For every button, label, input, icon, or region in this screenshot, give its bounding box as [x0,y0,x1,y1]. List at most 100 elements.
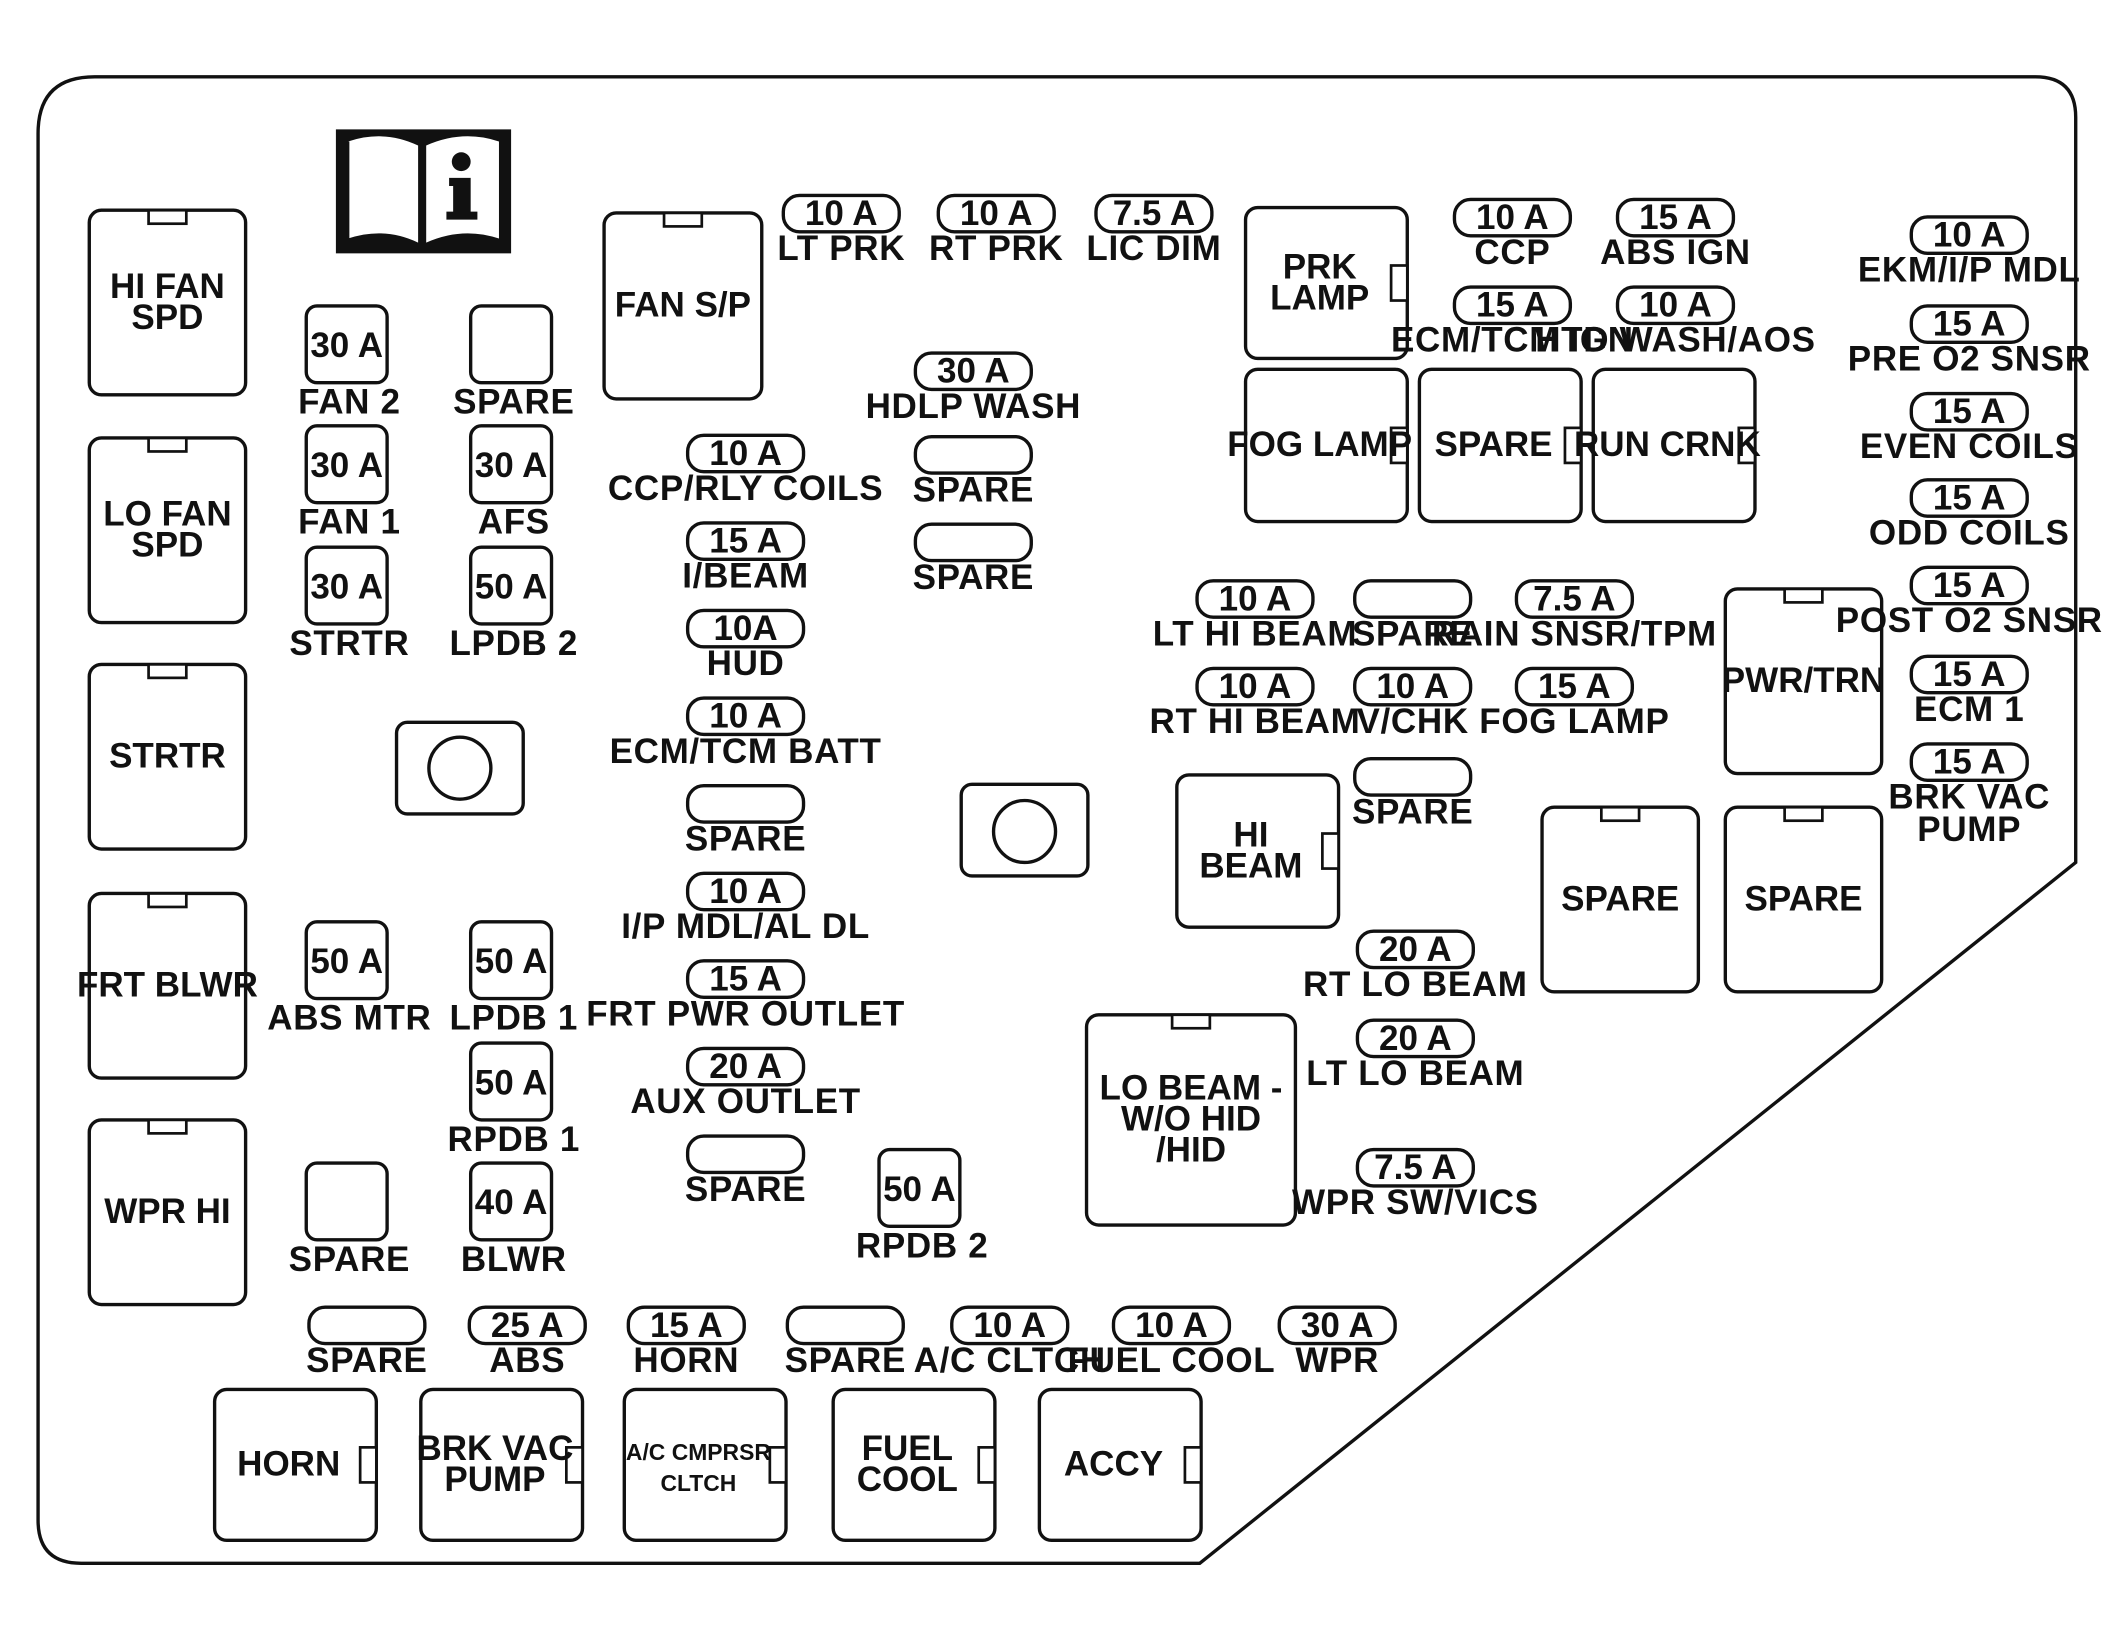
relay-label: FRT BLWR [77,966,258,1005]
fuse-body [1615,197,1736,238]
fuse-label: PRE O2 SNSR [1848,340,2091,379]
fuse-label: EVEN COILS [1860,427,2079,466]
mounting-bolt-icon [394,720,525,816]
mounting-bolt-icon [959,782,1090,878]
relay-label: HORN [237,1445,340,1484]
fuse-body [877,1147,962,1229]
fuse-body [1355,1018,1475,1059]
fuse-label: V/CHK [1357,702,1469,741]
fuse-label: FAN 1 [298,503,401,542]
maxi-fuse: SPARE [289,1161,409,1279]
fuse-body [1353,666,1473,707]
fuse-rating: 50 A [475,1063,548,1102]
relay-terminal-tab [1563,426,1583,465]
relay-terminal-tab [1183,1446,1203,1484]
relay-label: BEAM [1199,846,1302,885]
fuse-rating: 15 A [1933,743,2006,782]
fuse-rating: 50 A [310,942,383,981]
fuse-body [1452,197,1573,238]
relay-terminal-tab [147,1118,188,1135]
relay-label: FUEL [862,1429,953,1468]
fuse-label: FRT PWR OUTLET [586,995,905,1034]
relay-label: COOL [857,1460,958,1499]
fuse-body [685,1046,806,1087]
fuse-rating: 30 A [310,567,383,606]
relay-run-crnk: RUN CRNK [1574,367,1761,524]
fuse-label: LT PRK [777,229,905,268]
mini-fuse: 20 ART LO BEAM [1303,929,1527,1004]
relay-label: WPR HI [104,1192,230,1231]
fuse-rating: 10 A [1476,198,1549,237]
fuse-label: ABS IGN [1600,233,1751,272]
fuse-label: ABS MTR [267,999,431,1038]
relay-terminal-tab [768,1446,788,1484]
relay-terminal-tab [147,663,188,680]
fuse-label: SPARE [1352,615,1473,654]
fuse-label: SPARE [785,1341,906,1380]
fuse-rating: 10 A [709,697,782,736]
fuse-body [1111,1305,1232,1346]
relay-label: SPD [131,298,203,337]
fuse-body [913,434,1033,475]
fuse-rating: 10 A [1219,579,1292,618]
maxi-fuse: 50 A ABS MTR [267,920,431,1038]
mini-fuse: SPARE [913,434,1033,509]
relay-terminal-tab [358,1446,378,1484]
fuse-label: SPARE [685,819,806,858]
fuse-label: SPARE [1352,792,1473,831]
relay-label: LAMP [1270,278,1369,317]
fuse-body [913,522,1033,563]
relay-strtr: STRTR [87,662,248,851]
fuse-body [685,608,806,649]
fuse-body [1909,565,2029,606]
fuse-body [1909,304,2029,344]
fuse-label: POST O2 SNSR [1836,601,2103,640]
relay-label: PWR/TRN [1722,661,1885,700]
mini-fuse: 20 ALT LO BEAM [1306,1018,1524,1093]
relay-label: SPARE [1561,879,1679,918]
fuse-label: RPDB 2 [856,1226,988,1265]
fuse-label: ECM/TCM IGN [1391,321,1634,360]
fuse-label: SPARE [685,1170,806,1209]
relay-fan-sp: FAN S/P [602,211,764,401]
relay-spare-top: SPARE [1417,367,1583,524]
fuse-body [468,920,554,1001]
relay-label: SPD [131,526,203,565]
relay-horn: HORN [212,1387,379,1543]
fuse-rating: 10 A [805,194,878,233]
relay-lo-beam: LO BEAM -W/O HID/HID [1084,1013,1298,1227]
relay-terminal-tab [147,436,188,453]
fuse-label: WPR [1295,1341,1379,1380]
fuse-body [950,1305,1070,1346]
mini-fuse: 10 AA/C CLTCH [914,1305,1105,1380]
relay-terminal-tab [977,1446,997,1484]
fuse-body [1353,579,1473,619]
fuse-body [1615,285,1736,326]
maxi-fuse: SPARE [453,304,574,422]
mini-fuse: SPARE [685,1134,806,1209]
fuse-body [913,351,1033,392]
fuse-body [685,783,806,824]
relay-terminal-tab [1599,805,1641,823]
mini-fuse: 10 ALT HI BEAM [1153,579,1357,654]
fuse-rating: 25 A [491,1306,564,1345]
